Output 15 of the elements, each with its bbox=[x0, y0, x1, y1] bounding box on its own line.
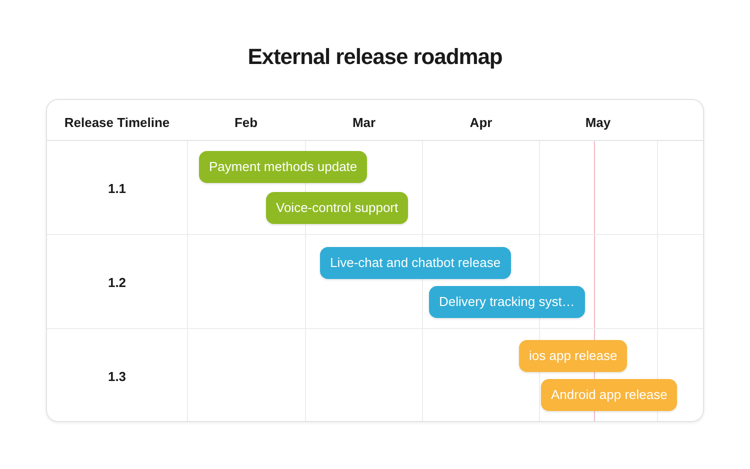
task-bar: Live-chat and chatbot release bbox=[320, 247, 511, 279]
row-label: 1.2 bbox=[108, 274, 126, 292]
task-bar: Payment methods update bbox=[199, 151, 368, 183]
task-bar: ios app release bbox=[519, 340, 628, 372]
task-bar: Delivery tracking syst… bbox=[429, 286, 585, 318]
row-label: 1.1 bbox=[108, 180, 126, 198]
column-header: Release Timeline bbox=[64, 114, 170, 132]
column-header: Feb bbox=[234, 114, 258, 132]
task-bar: Voice-control support bbox=[266, 192, 408, 224]
column-header: May bbox=[585, 114, 611, 132]
task-bar: Android app release bbox=[541, 379, 678, 411]
title: External release roadmap bbox=[248, 43, 502, 71]
column-header: Mar bbox=[352, 114, 376, 132]
row-label: 1.3 bbox=[108, 368, 126, 386]
column-header: Apr bbox=[470, 114, 492, 132]
